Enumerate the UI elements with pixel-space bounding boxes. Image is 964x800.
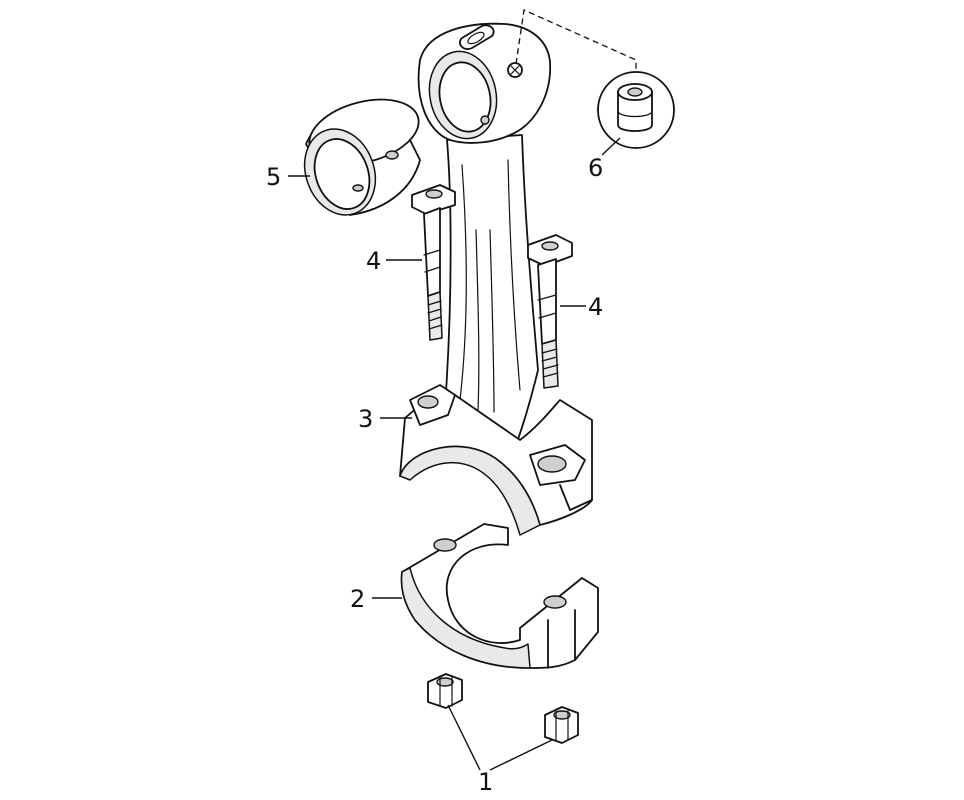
callout-3: 3	[358, 405, 373, 433]
callout-5: 5	[266, 163, 281, 191]
plug-in-detail-circle	[597, 71, 675, 149]
nut-left	[427, 673, 463, 709]
callout-6: 6	[588, 154, 603, 182]
callout-2: 2	[350, 585, 365, 613]
callout-1: 1	[478, 768, 493, 796]
bolt-left	[411, 184, 456, 341]
connecting-rod	[399, 22, 593, 536]
plug-location-dashed-line	[515, 9, 637, 72]
nut-right	[544, 706, 579, 744]
bolt-right	[527, 234, 573, 389]
callout-4-left: 4	[366, 247, 381, 275]
bearing-cap	[400, 523, 599, 669]
callout-4-right: 4	[588, 293, 603, 321]
leader-lines	[288, 137, 621, 771]
bushing	[303, 98, 421, 216]
